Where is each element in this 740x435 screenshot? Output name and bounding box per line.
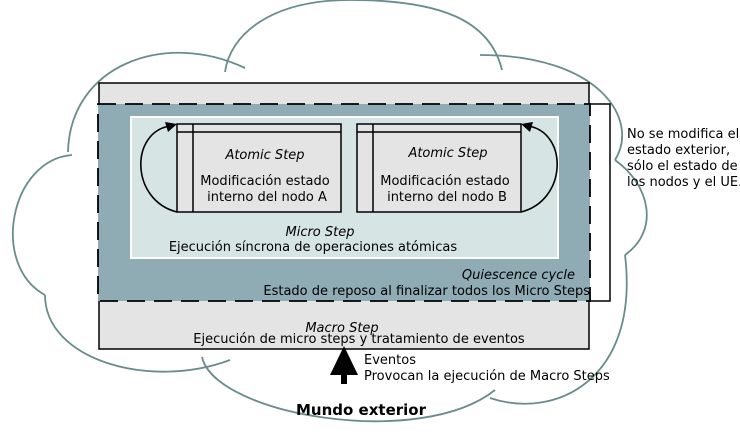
loop-arrow-a <box>140 125 178 213</box>
arrowhead-a <box>165 122 177 132</box>
atomic-b-line1: Modificación estado <box>380 174 510 189</box>
note-line2: estado exterior, <box>627 143 730 158</box>
macro-step-title: Macro Step <box>305 321 378 336</box>
macro-step-subtitle: Ejecución de micro steps y tratamiento d… <box>193 332 525 347</box>
arrowhead-b <box>521 122 533 132</box>
atomic-a-line1: Modificación estado <box>200 174 330 189</box>
atomic-step-a <box>140 122 342 213</box>
right-bracket <box>590 103 611 302</box>
events-line1: Eventos <box>364 353 416 368</box>
quiescence-subtitle: Estado de reposo al finalizar todos los … <box>263 284 590 299</box>
atomic-b-title: Atomic Step <box>407 146 487 161</box>
micro-step-subtitle: Ejecución síncrona de operaciones atómic… <box>169 240 458 255</box>
world-title: Mundo exterior <box>296 401 427 419</box>
atomic-step-b <box>356 122 558 213</box>
cloud-shape <box>12 0 648 423</box>
quiescence-title: Quiescence cycle <box>462 268 575 283</box>
atomic-b-line2: interno del nodo B <box>387 190 507 205</box>
events-line2: Provocan la ejecución de Macro Steps <box>364 369 610 384</box>
note-line1: No se modifica el <box>627 127 739 142</box>
event-arrow-icon <box>330 346 358 384</box>
atomic-a-line2: interno del nodo A <box>207 190 327 205</box>
micro-step-title: Micro Step <box>285 225 354 240</box>
atomic-a-title: Atomic Step <box>224 148 304 163</box>
note-line4: los nodos y el UE. <box>627 175 740 190</box>
loop-arrow-b <box>520 125 558 213</box>
note-line3: sólo el estado de <box>627 159 738 174</box>
